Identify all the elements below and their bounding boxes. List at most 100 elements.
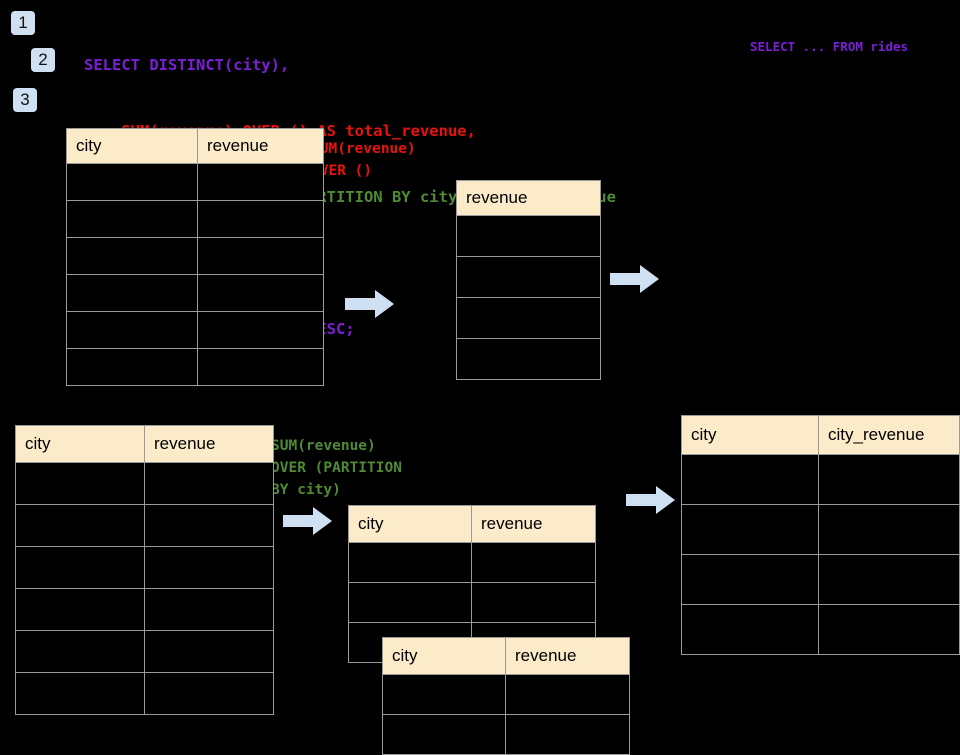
- table-cell: [197, 348, 324, 386]
- table-cell: [144, 546, 274, 589]
- table-header-row: city revenue: [66, 128, 324, 164]
- sql-line-1: SELECT DISTINCT(city),: [84, 56, 290, 74]
- table-cell: [680, 604, 820, 655]
- table-header-row: revenue: [456, 180, 601, 216]
- arrow-right-icon: [626, 486, 675, 514]
- table-body: [456, 215, 601, 380]
- table-row: [66, 200, 324, 238]
- table-row: [348, 542, 596, 583]
- table-cell: [144, 588, 274, 631]
- table-row: [15, 630, 274, 673]
- table-total-revenue: revenue: [456, 180, 601, 380]
- table-cell: [382, 674, 506, 715]
- column-header-revenue: revenue: [197, 128, 324, 164]
- table-cell: [471, 542, 596, 583]
- table-cell: [505, 714, 630, 755]
- table-row: [15, 588, 274, 631]
- table-cell: [456, 215, 601, 257]
- table-row: [456, 215, 601, 257]
- table-row: [15, 546, 274, 589]
- table-row: [66, 237, 324, 275]
- table-row: [66, 348, 324, 386]
- table-cell: [15, 630, 145, 673]
- table-cell: [456, 256, 601, 298]
- table-header-row: city revenue: [15, 425, 274, 463]
- select-from-rides-label: SELECT ... FROM rides: [750, 39, 909, 54]
- arrow-right-icon: [283, 507, 332, 535]
- column-header-city: city: [348, 505, 472, 543]
- table-cell: [15, 462, 145, 505]
- table-cell: [66, 311, 198, 349]
- table-result: city city_revenue: [680, 415, 960, 655]
- table-cell: [197, 163, 324, 201]
- table-cell: [456, 338, 601, 380]
- column-header-city-revenue: city_revenue: [818, 415, 960, 455]
- table-cell: [348, 542, 472, 583]
- table-cell: [818, 504, 960, 555]
- column-header-city: city: [15, 425, 145, 463]
- table-cell: [15, 546, 145, 589]
- step-badge-3: 3: [13, 88, 37, 112]
- table-header-row: city revenue: [382, 637, 630, 675]
- table-row: [15, 672, 274, 715]
- table-cell: [66, 163, 198, 201]
- table-row: [66, 163, 324, 201]
- table-row: [15, 462, 274, 505]
- table-cell: [382, 714, 506, 755]
- diagram-canvas: 1 2 3 SELECT DISTINCT(city), SUM(revenue…: [11, 11, 960, 755]
- table-row: [456, 297, 601, 339]
- table-cell: [680, 554, 820, 605]
- table-row: [382, 674, 630, 715]
- column-header-revenue: revenue: [471, 505, 596, 543]
- table-cell: [66, 348, 198, 386]
- table-cell: [680, 504, 820, 555]
- table-row: [15, 504, 274, 547]
- table-cell: [144, 504, 274, 547]
- table-cell: [818, 454, 960, 505]
- table-cell: [197, 237, 324, 275]
- table-row: [66, 274, 324, 312]
- table-cell: [197, 274, 324, 312]
- table-cell: [66, 274, 198, 312]
- table-cell: [144, 672, 274, 715]
- table-cell: [197, 311, 324, 349]
- table-body: [15, 462, 274, 715]
- table-body: [382, 674, 630, 755]
- table-row: [348, 582, 596, 623]
- table-partition-group-a: city revenue: [348, 505, 596, 663]
- table-cell: [15, 588, 145, 631]
- table-row: [680, 604, 960, 655]
- table-body: [680, 454, 960, 655]
- table-cell: [505, 674, 630, 715]
- table-body: [66, 163, 324, 386]
- column-header-city: city: [680, 415, 820, 455]
- column-header-city: city: [382, 637, 506, 675]
- column-header-revenue: revenue: [505, 637, 630, 675]
- table-row: [382, 714, 630, 755]
- column-header-revenue: revenue: [144, 425, 274, 463]
- table-cell: [197, 200, 324, 238]
- table-cell: [818, 604, 960, 655]
- table-header-row: city city_revenue: [680, 415, 960, 455]
- table-cell: [66, 237, 198, 275]
- table-cell: [144, 462, 274, 505]
- step-badge-1: 1: [11, 11, 35, 35]
- table-header-row: city revenue: [348, 505, 596, 543]
- column-header-revenue: revenue: [456, 180, 601, 216]
- table-cell: [66, 200, 198, 238]
- table-cell: [348, 582, 472, 623]
- table-cell: [15, 672, 145, 715]
- table-row: [680, 454, 960, 505]
- table-cell: [818, 554, 960, 605]
- annotation-sum-over-empty: SUM(revenue) OVER (): [311, 141, 416, 179]
- table-cell: [471, 582, 596, 623]
- table-row: [680, 504, 960, 555]
- table-row: [456, 256, 601, 298]
- table-row: [680, 554, 960, 605]
- arrow-right-icon: [610, 265, 659, 293]
- column-header-city: city: [66, 128, 198, 164]
- table-cell: [456, 297, 601, 339]
- table-cell: [680, 454, 820, 505]
- table-partition-group-b: city revenue: [382, 637, 630, 755]
- table-rides-top: city revenue: [66, 128, 324, 386]
